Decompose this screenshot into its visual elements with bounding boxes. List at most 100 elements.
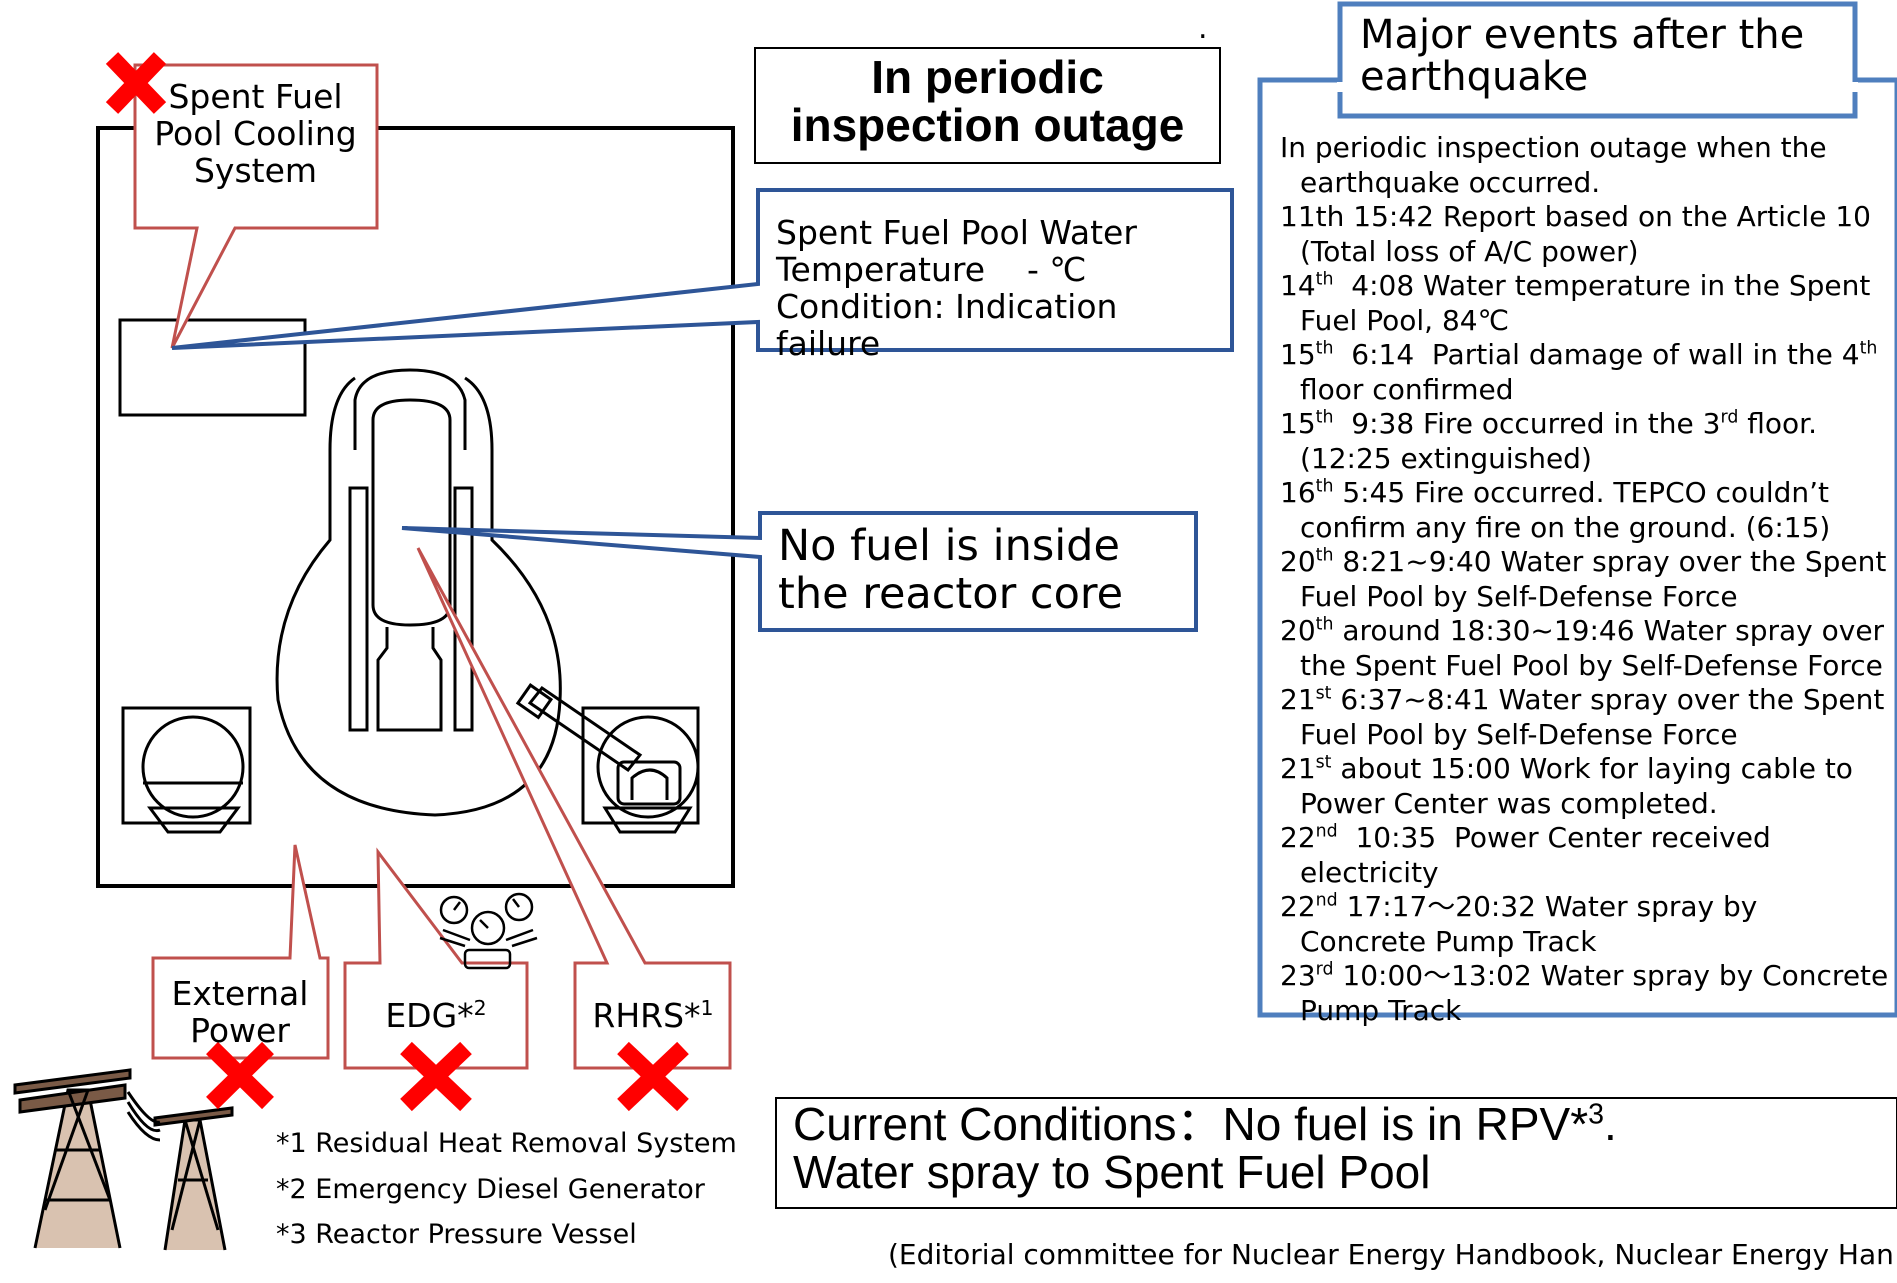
event-ordinal-suffix: th [1315,407,1334,428]
current-conditions: Current Conditions：No fuel is in RPV*3. … [793,1100,1888,1196]
reactor-building [96,126,735,888]
event-text: 23 [1280,959,1316,992]
event-text: 11th 15:42 Report based on the Article 1… [1280,200,1880,268]
event-ordinal-suffix: th [1315,269,1334,290]
event-ordinal-suffix: th [1315,476,1334,497]
reactor-vessel [275,368,562,817]
events-tab-mask [1337,82,1858,92]
transmission-towers-icon [13,1068,234,1251]
event-ordinal-suffix: th [1315,338,1334,359]
event-text: 17:17〜20:32 Water spray by Concrete Pump… [1300,890,1767,958]
rhrs-label-text: RHRS* [592,996,701,1035]
event-text: 8:21~9:40 Water spray over the Spent Fue… [1300,545,1896,613]
event-item: 15th 9:38 Fire occurred in the 3rd floor… [1280,407,1892,476]
event-text: 6:14 Partial damage of wall in the 4 [1333,338,1860,371]
edg-label: EDG*2 [345,997,527,1034]
rpv-footnote-ref: 3 [1588,1098,1604,1131]
event-item: 11th 15:42 Report based on the Article 1… [1280,200,1892,269]
event-ordinal-suffix: nd [1315,890,1338,911]
event-text: floor confirmed [1300,338,1887,406]
event-item: 21st 6:37~8:41 Water spray over the Spen… [1280,683,1892,752]
event-ordinal-suffix: rd [1720,407,1739,428]
sfp-cooling-x-icon [105,52,167,114]
pool-temp-text: Spent Fuel Pool Water Temperature - ℃ Co… [776,214,1216,362]
event-text: 14 [1280,269,1316,302]
rhrs-label: RHRS*1 [578,997,728,1034]
event-item: 16th 5:45 Fire occurred. TEPCO couldn’t … [1280,476,1892,545]
event-text: about 15:00 Work for laying cable to Pow… [1300,752,1862,820]
current-conditions-text: Current Conditions：No fuel is in RPV* [793,1098,1589,1150]
event-item: 20th around 18:30~19:46 Water spray over… [1280,614,1892,683]
event-item: 21st about 15:00 Work for laying cable t… [1280,752,1892,821]
current-conditions-line1: Current Conditions：No fuel is in RPV*3. [793,1100,1888,1148]
footnote-3: *3 Reactor Pressure Vessel [276,1219,637,1250]
event-item: In periodic inspection outage when the e… [1280,131,1892,200]
event-item: 22nd 17:17〜20:32 Water spray by Concrete… [1280,890,1892,959]
edg-label-text: EDG* [385,996,474,1035]
no-fuel-callout [401,511,1198,632]
outage-box [754,47,1221,164]
event-text: 15 [1280,338,1316,371]
external-power-callout [151,844,330,1060]
current-conditions-period: . [1603,1098,1617,1150]
event-text: 20 [1280,614,1316,647]
pool-temp-callout [171,188,1234,352]
event-text: 16 [1280,476,1316,509]
event-text: 4:08 Water temperature in the Spent Fuel… [1300,269,1880,337]
event-ordinal-suffix: st [1315,752,1332,773]
event-item: 23rd 10:00〜13:02 Water spray by Concrete… [1280,959,1892,1028]
right-pump [515,683,700,834]
event-text: 10:35 Power Center received electricity [1300,821,1780,889]
source-citation: (Editorial committee for Nuclear Energy … [888,1238,1893,1271]
event-text: 9:38 Fire occurred in the 3 [1333,407,1721,440]
event-text: 5:45 Fire occurred. TEPCO couldn’t confi… [1300,476,1838,544]
pool-temp-line3: Condition: Indication failure [776,287,1118,363]
spent-fuel-pool [118,318,307,417]
event-text: In periodic inspection outage when the e… [1280,131,1836,199]
events-panel [1257,77,1897,1018]
event-text: 21 [1280,752,1316,785]
event-text: 21 [1280,683,1316,716]
edg-callout [343,847,529,1070]
title-fragment: . [1198,11,1208,46]
edg-footnote-ref: 2 [473,996,487,1020]
event-text: floor. (12:25 extinguished) [1300,407,1826,475]
events-title: Major events after the earthquake [1360,12,1805,100]
event-text: 22 [1280,821,1316,854]
external-power-x-icon [206,1041,274,1110]
event-item: 22nd 10:35 Power Center received electri… [1280,821,1892,890]
events-list: In periodic inspection outage when the e… [1280,131,1892,1028]
current-conditions-line2: Water spray to Spent Fuel Pool [793,1146,1431,1198]
events-header-tab [1337,1,1858,119]
event-text: 15 [1280,407,1316,440]
event-item: 14th 4:08 Water temperature in the Spent… [1280,269,1892,338]
footnote-2: *2 Emergency Diesel Generator [276,1173,705,1205]
current-conditions-box [775,1097,1897,1209]
rhrs-footnote-ref: 1 [700,996,714,1020]
event-ordinal-suffix: st [1315,683,1332,704]
sfp-cooling-label: Spent Fuel Pool Cooling System [154,77,357,190]
event-ordinal-suffix: th [1859,338,1878,359]
event-text: around 18:30~19:46 Water spray over the … [1300,614,1893,682]
event-text: 6:37~8:41 Water spray over the Spent Fue… [1300,683,1894,751]
rhrs-callout [416,547,732,1070]
event-item: 15th 6:14 Partial damage of wall in the … [1280,338,1892,407]
event-item: 20th 8:21~9:40 Water spray over the Spen… [1280,545,1892,614]
event-ordinal-suffix: nd [1315,821,1338,842]
edg-x-icon [400,1041,472,1112]
outage-title: In periodic inspection outage [790,51,1185,151]
event-ordinal-suffix: th [1315,545,1334,566]
pool-temp-line1: Spent Fuel Pool Water [776,213,1137,252]
no-fuel-text: No fuel is inside the reactor core [778,521,1124,619]
left-pump [121,706,252,834]
event-ordinal-suffix: rd [1315,959,1334,980]
generator-icon [439,892,538,970]
rhrs-x-icon [617,1041,689,1112]
external-power-label: External Power [171,974,309,1050]
event-text: 10:00〜13:02 Water spray by Concrete Pump… [1300,959,1897,1027]
sfp-cooling-callout [133,63,379,349]
pool-temp-line2: Temperature - ℃ [776,250,1087,289]
event-ordinal-suffix: th [1315,614,1334,635]
footnotes: *1 Residual Heat Removal System *2 Emerg… [276,1121,746,1258]
